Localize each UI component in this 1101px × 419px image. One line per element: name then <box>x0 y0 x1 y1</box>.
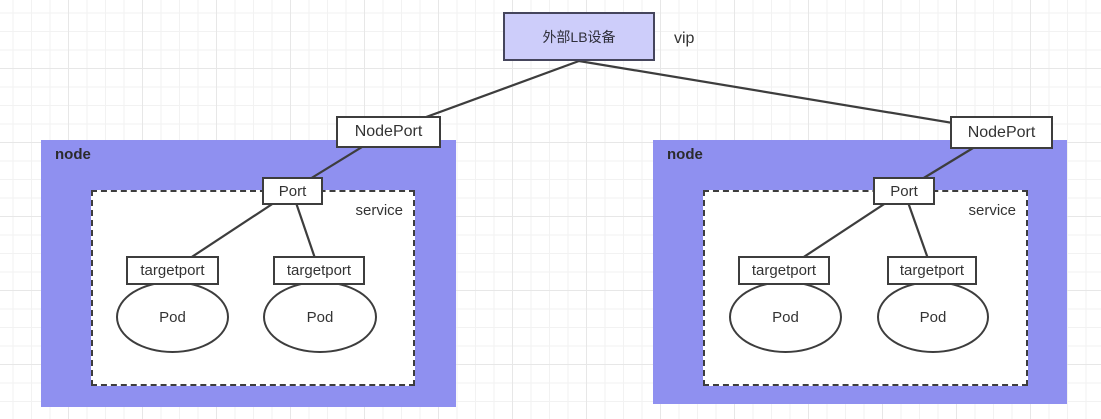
port-box-right[interactable]: Port <box>873 177 935 205</box>
port-label: Port <box>278 182 307 200</box>
targetport-label: targetport <box>286 262 352 279</box>
pod-label: Pod <box>772 308 799 326</box>
port-box-left[interactable]: Port <box>262 177 323 205</box>
edge-lb-to-nodeport-right[interactable] <box>578 59 1002 133</box>
node-label: node <box>55 146 91 163</box>
external-lb-box[interactable]: 外部LB设备 <box>503 12 655 61</box>
port-label: Port <box>890 182 918 200</box>
nodeport-label: NodePort <box>354 123 423 140</box>
nodeport-label: NodePort <box>967 123 1036 141</box>
pod-label: Pod <box>306 308 334 326</box>
targetport-box[interactable]: targetport <box>126 256 219 285</box>
pod-ellipse[interactable]: Pod <box>263 281 377 353</box>
targetport-label: targetport <box>899 262 965 279</box>
external-lb-label: 外部LB设备 <box>542 28 616 45</box>
targetport-box[interactable]: targetport <box>273 256 365 285</box>
vip-label: vip <box>674 30 695 47</box>
nodeport-box-right[interactable]: NodePort <box>950 116 1053 149</box>
service-label: service <box>355 202 403 219</box>
node-label: node <box>667 146 703 163</box>
targetport-box[interactable]: targetport <box>738 256 830 285</box>
pod-ellipse[interactable]: Pod <box>116 281 229 353</box>
targetport-label: targetport <box>751 262 817 279</box>
pod-label: Pod <box>919 308 947 326</box>
targetport-box[interactable]: targetport <box>887 256 977 285</box>
service-label: service <box>968 202 1016 219</box>
pod-ellipse[interactable]: Pod <box>877 281 989 353</box>
targetport-label: targetport <box>140 262 205 279</box>
pod-ellipse[interactable]: Pod <box>729 281 842 353</box>
pod-label: Pod <box>159 308 186 326</box>
nodeport-box-left[interactable]: NodePort <box>336 116 441 148</box>
